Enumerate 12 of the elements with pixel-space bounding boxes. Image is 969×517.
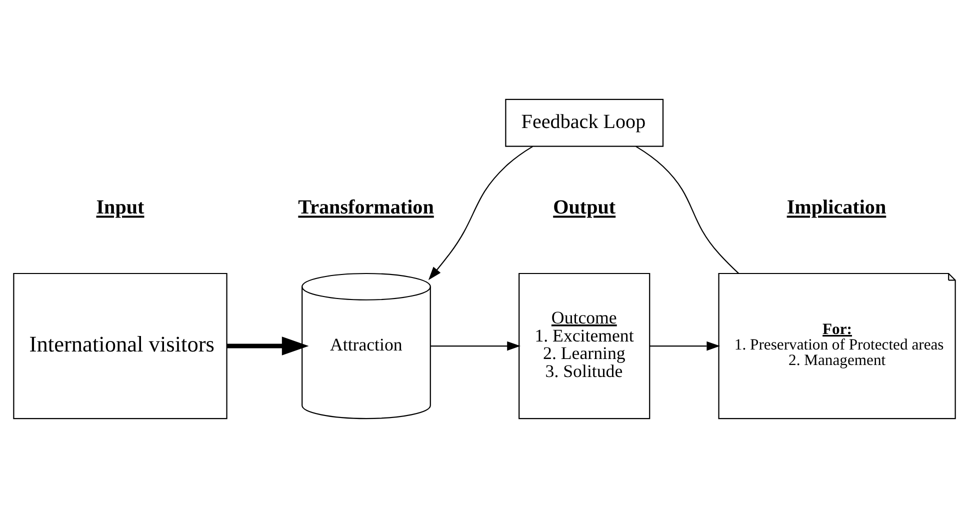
node-box: Feedback Loop <box>505 98 664 146</box>
arrow <box>428 145 534 280</box>
node-box: International visitors <box>13 272 228 419</box>
label: Output <box>553 196 616 218</box>
label: Input <box>96 196 144 218</box>
arrow <box>650 340 720 350</box>
arrow <box>226 336 309 355</box>
connector <box>636 145 740 274</box>
node-box: Outcome 1. Excitement 2. Learning 3. Solitude <box>518 272 650 419</box>
label: Transformation <box>298 196 434 218</box>
arrow <box>430 340 520 350</box>
label: Implication <box>786 196 886 218</box>
